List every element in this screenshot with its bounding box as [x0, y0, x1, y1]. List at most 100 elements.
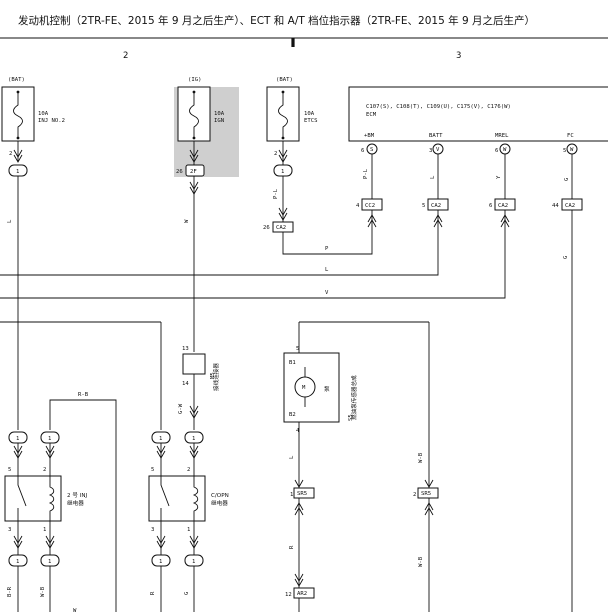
- page-title: 发动机控制（2TR-FE、2015 年 9 月之后生产）、ECT 和 A/T 档…: [18, 14, 535, 27]
- fuse-3-pin: 2: [274, 151, 277, 157]
- wire-label-w2: W: [73, 608, 77, 612]
- sr5a-name: SR5: [297, 491, 307, 497]
- relay1-pin-1: 1: [43, 527, 46, 533]
- conn-2-a: [8, 554, 28, 567]
- section-number-3: 3: [456, 51, 461, 61]
- wire-label-br: B-R: [7, 586, 13, 597]
- ca2-e-name: CA2: [276, 225, 286, 231]
- arrow-2d: [189, 535, 199, 549]
- relay1-switch: [17, 476, 27, 521]
- conn-sr5-b: 2 SR5: [413, 487, 439, 516]
- relay2-desc: 继电器: [211, 499, 228, 507]
- wire-l-horizontal: [0, 210, 439, 276]
- ecm-pin-letter-batt: V: [436, 147, 440, 153]
- wire-label-r1: R: [150, 591, 156, 595]
- m5-box: [182, 353, 206, 375]
- ecm-pin-num-bm: 6: [361, 148, 364, 154]
- sr5a-num: 1: [290, 492, 293, 498]
- conn-2-c-label: 1: [159, 559, 162, 565]
- wire-label-gw: G-W: [178, 403, 184, 414]
- wire-label-wb3: W-B: [418, 556, 424, 567]
- fuse-1-symbol: [13, 92, 23, 138]
- conn-2-d: [184, 554, 204, 567]
- ecm-pin-label-mrel: MREL: [495, 133, 509, 139]
- wire-label-g3: G: [184, 591, 190, 595]
- conn-ca2-d: 44 CA2: [552, 198, 583, 211]
- fuse-3-source: (BAT): [276, 77, 293, 83]
- m5-pin-top: 13: [182, 346, 189, 352]
- wire-label-g2: G: [563, 255, 569, 259]
- pump-motor-label: M: [302, 385, 306, 391]
- sr5b-box: [417, 487, 439, 499]
- wire-label-y1: Y: [496, 175, 502, 179]
- relay1-desc: 继电器: [67, 499, 84, 507]
- wire-v-horizontal: [0, 210, 506, 299]
- conn-2-b-label: 1: [48, 559, 51, 565]
- ecm-pin-letter-mrel: W: [503, 147, 507, 153]
- conn-1-c-label: 1: [159, 436, 162, 442]
- fuse-2-connector: [185, 164, 205, 177]
- wire-label-w1: W: [184, 219, 190, 223]
- pump-pin-top: 5: [296, 346, 299, 352]
- arrow-2a: [13, 535, 23, 549]
- ca2-d-num: 44: [552, 203, 559, 209]
- wire-label-wb: W-B: [418, 452, 424, 463]
- sr5a-arrow-in: [294, 479, 304, 488]
- fuse-1-dot-bottom: [16, 136, 20, 140]
- conn-1-d-label: 1: [192, 436, 195, 442]
- conn-2-d-label: 1: [192, 559, 195, 565]
- section-number-2: 2: [123, 51, 128, 61]
- arrow-2b: [45, 535, 55, 549]
- fuse-2-symbol: [189, 92, 199, 138]
- pump-desc: 燃油泵传感器总成: [350, 375, 358, 420]
- wire-label-l1: L: [430, 175, 436, 179]
- ecm-pin-label-batt: BATT: [429, 133, 443, 139]
- pump-code: S5: [348, 414, 354, 421]
- fuse-2-amp: 10A: [214, 111, 225, 117]
- m5-arrow: [189, 405, 199, 419]
- relay2-pin-5: 5: [151, 467, 154, 473]
- cc2-num: 4: [356, 203, 360, 209]
- ar2-box: [293, 587, 315, 599]
- sr5b-num: 2: [413, 492, 416, 498]
- ecm-name: ECM: [366, 112, 377, 118]
- ecm-pin-num-mrel: 6: [495, 148, 498, 154]
- conn-2-b: [40, 554, 60, 567]
- relay1-coil: [48, 476, 55, 521]
- fuse-1-connector-label: 1: [16, 169, 19, 175]
- fuse-3-arrow: [278, 149, 288, 163]
- wire-label-pl2: P-L: [363, 168, 369, 179]
- fuse-3-amp: 10A: [304, 111, 315, 117]
- fuse-2-arrow: [189, 149, 199, 163]
- pump-b2: B2: [289, 412, 296, 418]
- ecm-pin-letter-fc: W: [570, 147, 574, 153]
- m5-desc: 接线连接器: [212, 363, 220, 391]
- ca2-c-name: CA2: [498, 203, 508, 209]
- fuse-3-dot-top: [281, 90, 285, 94]
- fuse-1-source: (BAT): [8, 77, 25, 83]
- fuse-3-arrow-below: [278, 207, 288, 221]
- m5-code: M5: [210, 372, 216, 379]
- conn-ca2-b: 5 CA2: [422, 198, 449, 228]
- ca2-e-num: 26: [263, 225, 270, 231]
- relay2-switch: [160, 476, 170, 521]
- pump-pin-bottom: 4: [296, 428, 300, 434]
- fuse-2-connector-label: 2F: [190, 169, 197, 175]
- wire-label-rb: R-B: [78, 392, 89, 398]
- wire-rb: [49, 399, 117, 612]
- ecm-codes: C107(S), C108(T), C109(U), C175(V), C176…: [366, 104, 511, 110]
- fuse-inj-no2: (BAT) 10A INJ NO.2 2: [1, 77, 65, 157]
- relay2-pin-3: 3: [151, 527, 154, 533]
- ecm-pin-num-batt: 3: [429, 148, 432, 154]
- relay1-name: 2 号 INJ: [67, 492, 88, 499]
- ar2-arrow: [294, 573, 304, 587]
- ca2-d-name: CA2: [565, 203, 575, 209]
- fuse-2-name: IGN: [214, 118, 224, 124]
- conn-2-a-label: 1: [16, 559, 19, 565]
- fuse-2-source: (IG): [188, 77, 201, 83]
- pump-label: 泵: [324, 386, 330, 393]
- ecm-pin-batt: BATT 3 V: [429, 133, 444, 155]
- ecm-pin-num-fc: 5: [563, 148, 566, 154]
- relay1-pin-2: 2: [43, 467, 46, 473]
